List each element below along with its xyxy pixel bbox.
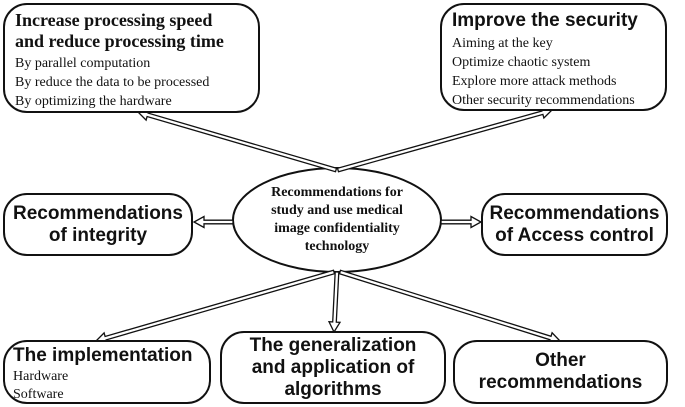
node-other-recommendations: Other recommendations [453,340,668,404]
center-concept: Recommendations for study and use medica… [238,184,436,256]
list-item: By parallel computation [15,56,151,71]
arrow-to-generalization [327,271,342,334]
node-title: and reduce processing time [15,31,224,51]
center-line: Recommendations for [271,185,403,200]
node-processing-speed: Increase processing speed and reduce pro… [3,3,260,113]
node-title: recommendations [478,372,643,393]
node-security: Improve the security Aiming at the key O… [440,3,667,111]
center-line: image confidentiality [274,221,400,236]
arrow-to-access [440,215,483,229]
node-title: of integrity [48,224,148,246]
list-item: Explore more attack methods [452,74,617,89]
node-access-control: Recommendations of Access control [481,193,668,256]
list-item: By optimizing the hardware [15,94,172,109]
node-title: algorithms [284,378,382,400]
list-item: Optimize chaotic system [452,55,591,70]
node-title: Other [535,350,586,371]
arrow-to-security [336,106,554,173]
list-item: By reduce the data to be processed [15,75,210,90]
arrow-to-speed [136,108,338,173]
node-title: Increase processing speed [15,10,213,30]
node-title: Improve the security [452,10,638,31]
node-title: and application of [251,356,415,378]
list-item: Software [13,387,64,402]
node-title: The generalization [249,334,417,356]
node-title: Recommendations [489,202,660,224]
node-title: Recommendations [13,202,183,224]
list-item: Aiming at the key [452,36,553,51]
arrow-to-integrity [192,215,234,229]
node-title: of Access control [495,224,654,246]
list-item: Hardware [13,369,69,384]
center-line: study and use medical [271,203,403,218]
node-title: The implementation [13,345,193,366]
center-line: technology [304,239,370,254]
list-item: Other security recommendations [452,93,635,108]
node-integrity: Recommendations of integrity [3,193,193,256]
node-generalization: The generalization and application of al… [220,331,446,404]
node-implementation: The implementation Hardware Software [3,340,211,404]
